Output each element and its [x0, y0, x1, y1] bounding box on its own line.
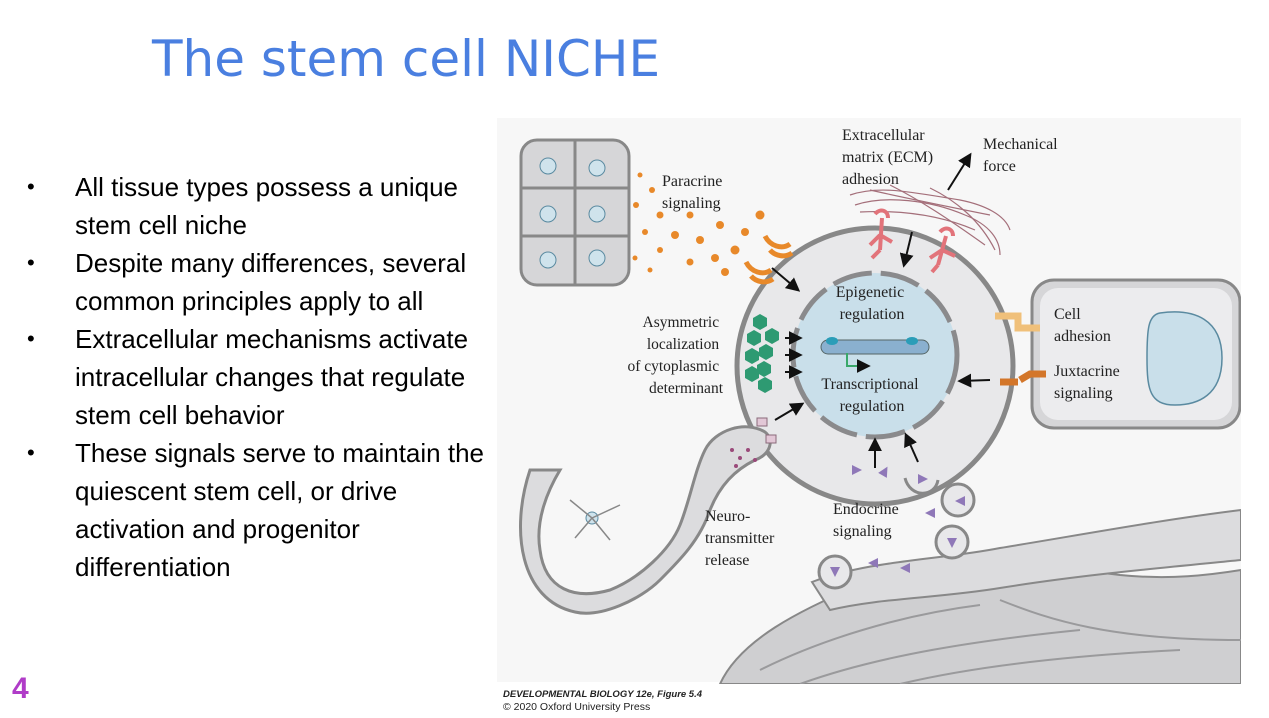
bullet-text: These signals serve to maintain the quie… — [75, 438, 484, 582]
asymmetric-label: Asymmetric localization of cytoplasmic d… — [627, 314, 723, 397]
mechanical-force-label: Mechanical force — [983, 136, 1062, 175]
credit-line-2: © 2020 Oxford University Press — [503, 701, 651, 713]
signal-arrows — [771, 152, 991, 468]
page-number: 4 — [12, 672, 29, 705]
bullet-text: Extracellular mechanisms activate intrac… — [75, 324, 469, 430]
paracrine-receptor — [743, 234, 794, 285]
bullet-text: All tissue types possess a unique stem c… — [75, 172, 458, 240]
paracrine-label: Paracrine signaling — [662, 173, 726, 212]
neurotransmitter-receptor — [756, 417, 777, 444]
bullet-dot-icon: • — [27, 250, 35, 275]
figure-credit: DEVELOPMENTAL BIOLOGY 12e, Figure 5.4 © … — [503, 688, 702, 714]
bullet-item: • All tissue types possess a unique stem … — [20, 168, 490, 244]
endocrine-triangles — [830, 465, 965, 577]
neurotransmitter-label: Neuro- transmitter release — [705, 508, 778, 569]
slide-title: The stem cell NICHE — [152, 30, 661, 88]
bullet-dot-icon: • — [27, 326, 35, 351]
bullet-text: Despite many differences, several common… — [75, 248, 467, 316]
bullet-item: • Despite many differences, several commo… — [20, 244, 490, 320]
epithelial-cluster — [519, 138, 631, 287]
bullet-dot-icon: • — [27, 174, 35, 199]
neurotransmitter-dots — [730, 448, 757, 468]
juxtacrine-label: Juxtacrine signaling — [1054, 363, 1124, 402]
tissue-lines — [759, 599, 1241, 684]
endocrine-label: Endocrine signaling — [833, 501, 903, 540]
paracrine-dots — [632, 172, 765, 276]
nucleus — [793, 273, 957, 437]
stem-cell-niche-figure: Paracrine signaling Extracellular matrix… — [497, 118, 1241, 684]
neuron — [519, 425, 772, 615]
dna-cylinder — [820, 337, 930, 373]
cell-adhesion-label: Cell adhesion — [1054, 306, 1111, 345]
bullet-dot-icon: • — [27, 440, 35, 465]
neighbor-nucleus — [1146, 311, 1223, 406]
epigenetic-label: Epigenetic regulation — [836, 284, 908, 323]
cell-adhesion-molecule — [995, 312, 1040, 332]
credit-line-1: DEVELOPMENTAL BIOLOGY 12e, Figure 5.4 — [503, 689, 703, 700]
bullet-list: • All tissue types possess a unique stem … — [20, 168, 490, 586]
juxtacrine-molecule — [1000, 370, 1046, 386]
ecm-label: Extracellular matrix (ECM) adhesion — [842, 127, 937, 188]
transcriptional-label: Transcriptional regulation — [821, 376, 922, 415]
ecm-receptor — [868, 208, 956, 274]
ecm-fibres — [849, 184, 1011, 256]
cytoplasmic-determinant — [745, 314, 779, 393]
bullet-item: • Extracellular mechanisms activate intra… — [20, 320, 490, 434]
bullet-item: • These signals serve to maintain the qui… — [20, 434, 490, 586]
